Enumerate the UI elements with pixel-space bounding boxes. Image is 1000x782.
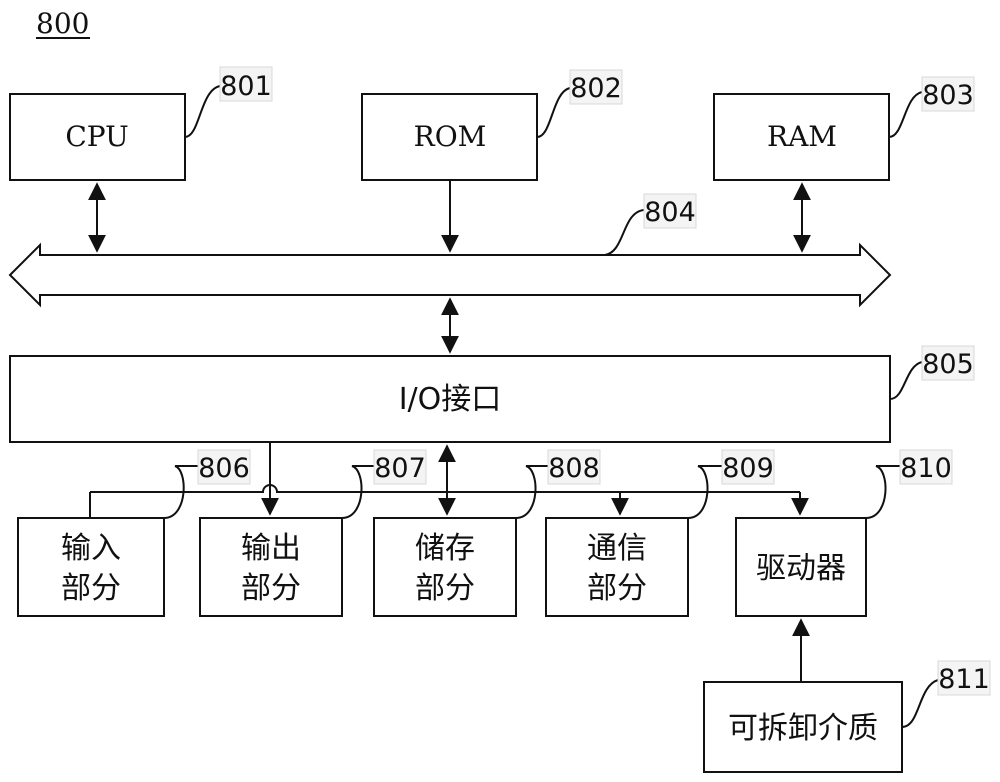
media-label: 可拆卸介质 [728,711,878,746]
drive-ref: 810 [900,453,952,484]
peripheral-links [89,442,809,518]
bus-ref: 804 [644,197,696,228]
output-ref: 807 [374,453,426,484]
ram-label: RAM [767,120,837,153]
drive-node: 驱动器 810 [735,449,953,617]
storage-label-line2: 部分 [415,571,475,606]
comm-label-line1: 通信 [587,531,647,566]
cpu-label: CPU [65,120,128,153]
output-part-node: 输出 部分 807 [199,449,427,617]
storage-label-line1: 储存 [415,531,475,566]
rom-ref: 802 [570,73,622,104]
cpu-ref: 801 [220,71,272,102]
figure-number: 800 [36,7,89,40]
storage-ref: 808 [548,453,600,484]
storage-part-node: 储存 部分 808 [373,449,601,617]
rom-node: ROM 802 [361,69,623,181]
communication-part-node: 通信 部分 809 [545,449,775,617]
comm-ref: 809 [722,453,774,484]
output-label-line1: 输出 [241,531,301,566]
removable-media-node: 可拆卸介质 811 [703,660,991,773]
cpu-node: CPU 801 [9,66,273,181]
system-bus: 804 [8,193,892,308]
media-ref: 811 [938,664,990,695]
io-label: I/O接口 [399,382,502,417]
ram-ref: 803 [922,80,974,111]
rom-label: ROM [414,120,487,153]
input-ref: 806 [198,453,250,484]
output-label-line2: 部分 [241,571,301,606]
ram-node: RAM 803 [713,76,975,181]
input-label-line1: 输入 [61,531,121,566]
io-ref: 805 [922,349,974,380]
comm-label-line2: 部分 [587,571,647,606]
input-part-node: 输入 部分 806 [17,449,251,617]
drive-label: 驱动器 [756,551,846,586]
input-label-line2: 部分 [61,571,121,606]
io-interface-node: I/O接口 805 [9,345,975,443]
